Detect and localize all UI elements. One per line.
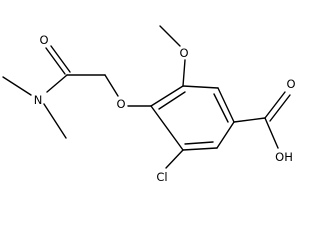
ring-bond-c5-c6 — [182, 147, 218, 151]
ring-bond-c4-c5 — [216, 121, 235, 149]
ring-bond-c2-c3 — [182, 85, 219, 89]
bond-acid-double-a — [264, 91, 286, 119]
bond-acid-double-b — [269, 94, 291, 122]
bonds — [2, 25, 291, 169]
ring-bond-c6-c1 — [150, 105, 184, 151]
ring-inner-bond-b — [213, 93, 229, 123]
carbonyl-oxygen-label: O — [39, 33, 48, 47]
chlorine-label: Cl — [156, 170, 167, 184]
atom-labels: O N O O O OH Cl — [34, 33, 296, 184]
bond-methyl1-n — [2, 76, 32, 96]
bond-ch2-oxygen — [104, 74, 119, 97]
ring-bond-c1-c2 — [150, 85, 184, 107]
ether-oxygen-label: O — [116, 97, 125, 111]
bond-carbonyl-double-b — [50, 45, 71, 73]
bond-n-carbonyl-carbon — [46, 74, 68, 93]
ring-inner-bond-c — [184, 141, 214, 145]
bond-methoxy-oxygen-methyl — [159, 25, 181, 47]
chemical-structure-diagram: O N O O O OH Cl — [2, 25, 296, 184]
bond-n-methyl2 — [43, 103, 67, 139]
ring-inner-bond-a — [158, 91, 186, 110]
bond-acid-carbon-hydroxyl — [264, 117, 279, 149]
ring-bond-c3-c4 — [217, 87, 235, 123]
bond-ring-acid-carbon — [233, 117, 266, 123]
bond-ring-chlorine — [165, 149, 184, 169]
hydroxyl-label: OH — [275, 150, 293, 164]
bond-ring-methoxy-oxygen — [182, 59, 186, 87]
acid-oxygen-label: O — [286, 77, 295, 91]
amide-nitrogen-label: N — [34, 93, 43, 107]
methoxy-oxygen-label: O — [179, 46, 188, 60]
bond-carbonyl-double-a — [45, 47, 66, 75]
